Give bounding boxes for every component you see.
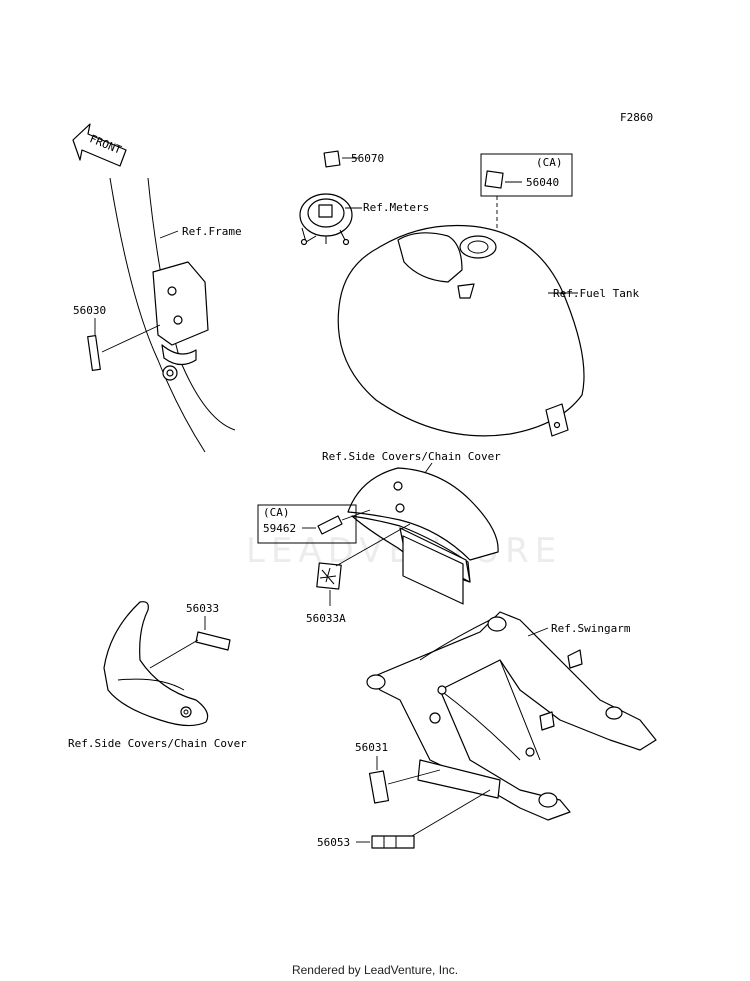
fuel-tank-drawing <box>337 224 585 437</box>
part-56040-box <box>480 153 573 197</box>
decal-56030-leader <box>101 324 161 353</box>
footer-credit: Rendered by LeadVenture, Inc. <box>291 963 459 977</box>
figure-code: F2860 <box>620 111 653 124</box>
swingarm-drawing <box>366 611 657 821</box>
decal-56033-leader <box>149 639 199 669</box>
part-56033A-label: 56033A <box>306 612 346 625</box>
decal-56033A-leader <box>335 523 411 567</box>
part-56031-label: 56031 <box>355 741 388 754</box>
part-59462-box <box>257 504 357 544</box>
frame-ref-leader <box>159 230 179 239</box>
swingarm-ref-leader <box>527 627 549 637</box>
decal-56033A <box>316 562 342 590</box>
decal-56031-leader <box>387 769 441 785</box>
part-56030-label: 56030 <box>73 304 106 317</box>
side-cover-bottom-drawing <box>103 601 209 727</box>
meters-ref-label: Ref.Meters <box>363 201 429 214</box>
side-covers-bottom-ref-label: Ref.Side Covers/Chain Cover <box>68 737 247 750</box>
decal-59462-leader <box>341 509 371 521</box>
frame-drawing <box>109 177 236 453</box>
decal-56070 <box>323 150 341 168</box>
decal-56031 <box>368 770 390 804</box>
decal-56053 <box>371 835 415 849</box>
part-59462-region: (CA) <box>263 506 290 519</box>
part-56053-label: 56053 <box>317 836 350 849</box>
decal-56033 <box>195 631 231 651</box>
swingarm-ref-label: Ref.Swingarm <box>551 622 631 635</box>
decal-56033A-symbol <box>319 567 337 585</box>
part-56040-label: 56040 <box>526 176 559 189</box>
decal-56040 <box>484 170 504 189</box>
part-56040-region: (CA) <box>536 156 563 169</box>
decal-59462 <box>317 515 343 535</box>
part-56033-label: 56033 <box>186 602 219 615</box>
side-cover-top-drawing <box>347 467 499 605</box>
part-59462-label: 59462 <box>263 522 296 535</box>
part-56070-label: 56070 <box>351 152 384 165</box>
decal-56030 <box>87 335 101 371</box>
meter-drawing <box>299 193 353 246</box>
front-arrow: FRONT <box>72 123 127 167</box>
frame-ref-label: Ref.Frame <box>182 225 242 238</box>
decal-56053-leader <box>411 789 491 837</box>
fuel-tank-ref-label: Ref.Fuel Tank <box>553 287 639 300</box>
side-covers-top-ref-label: Ref.Side Covers/Chain Cover <box>322 450 501 463</box>
